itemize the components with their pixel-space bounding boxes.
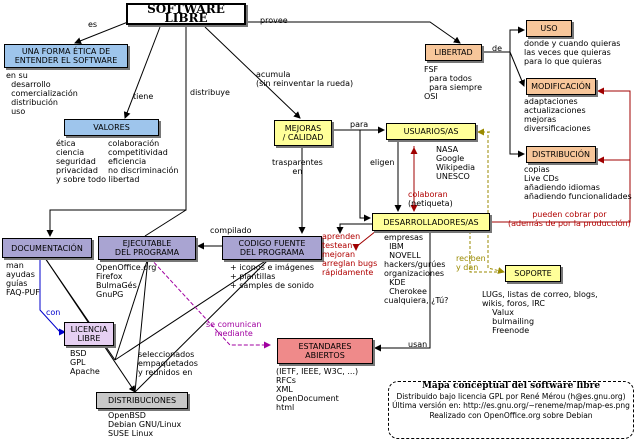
node-desarrolladores: DESARROLLADORES/AS <box>372 213 490 231</box>
uso-label: USO <box>540 24 558 33</box>
text-distrib-list: copias Live CDs añadiendo idiomas añadie… <box>524 165 632 201</box>
text-valores-col1: ética ciencia seguridad privacidad <box>56 139 98 175</box>
soporte-label: SOPORTE <box>514 269 552 278</box>
distribucion-label: DISTRIBUCIÓN <box>532 150 590 159</box>
footer-box: Mapa conceptual del software libre Distr… <box>388 381 634 439</box>
text-modif-list: adaptaciones actualizaciones mejoras div… <box>524 97 591 133</box>
text-en-su: en su desarrollo comercialización distri… <box>6 71 78 116</box>
label-colaboran: colaboran <box>408 190 448 199</box>
node-soporte: SOPORTE <box>505 265 561 282</box>
label-de: de <box>492 44 502 53</box>
text-ejec-list: OpenOffice.org Firefox BulmaGés GnuPG <box>96 263 157 299</box>
licencia-label: LICENCIA LIBRE <box>70 325 108 343</box>
text-distribuciones-list: OpenBSD Debian GNU/Linux SUSE Linux <box>108 411 182 438</box>
label-con: con <box>46 308 61 317</box>
forma-etica-label: UNA FORMA ÉTICA DE ENTENDER EL SOFTWARE <box>14 47 118 65</box>
label-netiqueta: (netiqueta) <box>408 199 453 208</box>
node-usuarios: USUARIOS/AS <box>386 123 476 140</box>
desarrolladores-label: DESARROLLADORES/AS <box>383 217 479 227</box>
node-software-libre: SOFTWARE LIBRE <box>126 3 246 25</box>
mejoras-label: MEJORAS / CALIDAD <box>282 124 324 142</box>
ejecutable-label: EJECUTABLE DEL PROGRAMA <box>114 239 180 257</box>
label-aprenden: aprenden testean mejoran arreglan bugs r… <box>322 232 378 277</box>
label-tiene: tiene <box>133 92 154 101</box>
label-pueden-cobrar: pueden cobrar por (además de por la prod… <box>508 210 631 228</box>
text-soporte-list: LUGs, listas de correo, blogs, wikis, fo… <box>482 290 598 335</box>
node-licencia: LICENCIA LIBRE <box>64 322 114 346</box>
distribuciones-label: DISTRIBUCIONES <box>107 396 177 405</box>
node-uso: USO <box>526 20 572 37</box>
label-eligen: eligen <box>370 158 395 167</box>
valores-label: VALORES <box>93 123 130 132</box>
label-reciben: reciben y dan <box>456 254 486 272</box>
footer-line2[interactable]: Última versión en: http://es.gnu.org/~re… <box>392 401 630 410</box>
estandares-label: ESTANDARES ABIERTOS <box>298 342 352 360</box>
footer-title: Mapa conceptual del software libre <box>421 381 601 391</box>
label-trasparentes: trasparentes en <box>272 158 323 176</box>
footer-line1: Distribuido bajo licencia GPL por René M… <box>396 391 626 401</box>
text-valores-col2: colaboración competitividad eficiencia n… <box>108 139 179 175</box>
node-distribuciones: DISTRIBUCIONES <box>96 392 188 409</box>
text-licencia-list: BSD GPL Apache <box>70 349 100 376</box>
documentacion-label: DOCUMENTACIÓN <box>11 243 83 253</box>
text-valores-extra: y sobre todo libertad <box>56 175 140 184</box>
node-modificacion: MODIFICACIÓN <box>526 78 596 95</box>
text-libertad-list: FSF para todos para siempre OSI <box>424 65 483 101</box>
text-codigo-list: + iconos e imágenes + plantillas + sampl… <box>230 263 314 290</box>
label-compilado: compilado <box>210 226 252 235</box>
node-libertad: LIBERTAD <box>425 44 482 61</box>
footer-line3: Realizado con OpenOffice.org sobre Debia… <box>429 410 593 420</box>
node-valores: VALORES <box>64 119 159 136</box>
label-distribuye: distribuye <box>190 88 230 97</box>
libertad-label: LIBERTAD <box>434 48 473 57</box>
text-doc-list: man ayudas guías FAQ-PUF <box>6 261 40 297</box>
text-usuarios-list: NASA Google Wikipedia UNESCO <box>436 145 476 181</box>
node-distribucion: DISTRIBUCIÓN <box>526 146 596 163</box>
text-estandares-list: (IETF, IEEE, W3C, ...) RFCs XML OpenDocu… <box>276 367 359 412</box>
software-libre-label: SOFTWARE LIBRE <box>147 2 225 25</box>
modificacion-label: MODIFICACIÓN <box>531 82 591 91</box>
label-para: para <box>350 120 369 129</box>
label-es: es <box>88 20 98 29</box>
codigo-label: CODIGO FUENTE DEL PROGRAMA <box>238 239 306 257</box>
text-desarrollador-list: empresas IBM NOVELL hackers/gurúes organ… <box>384 233 449 305</box>
node-estandares: ESTANDARES ABIERTOS <box>277 338 373 364</box>
label-seleccionados: seleccionados empaquetados y reunidos en <box>138 350 198 377</box>
text-uso-list: donde y cuando quieras las veces que qui… <box>524 39 621 66</box>
node-codigo: CODIGO FUENTE DEL PROGRAMA <box>222 236 322 260</box>
node-forma-etica: UNA FORMA ÉTICA DE ENTENDER EL SOFTWARE <box>4 44 128 68</box>
label-acumula: acumula (sin reinventar la rueda) <box>256 70 354 88</box>
node-documentacion: DOCUMENTACIÓN <box>2 238 92 258</box>
usuarios-label: USUARIOS/AS <box>403 127 459 136</box>
label-se-comunican: se comunican mediante <box>206 320 262 338</box>
label-provee: provee <box>260 16 288 25</box>
node-ejecutable: EJECUTABLE DEL PROGRAMA <box>98 236 196 260</box>
label-usan: usan <box>408 340 428 349</box>
node-mejoras: MEJORAS / CALIDAD <box>274 120 332 146</box>
